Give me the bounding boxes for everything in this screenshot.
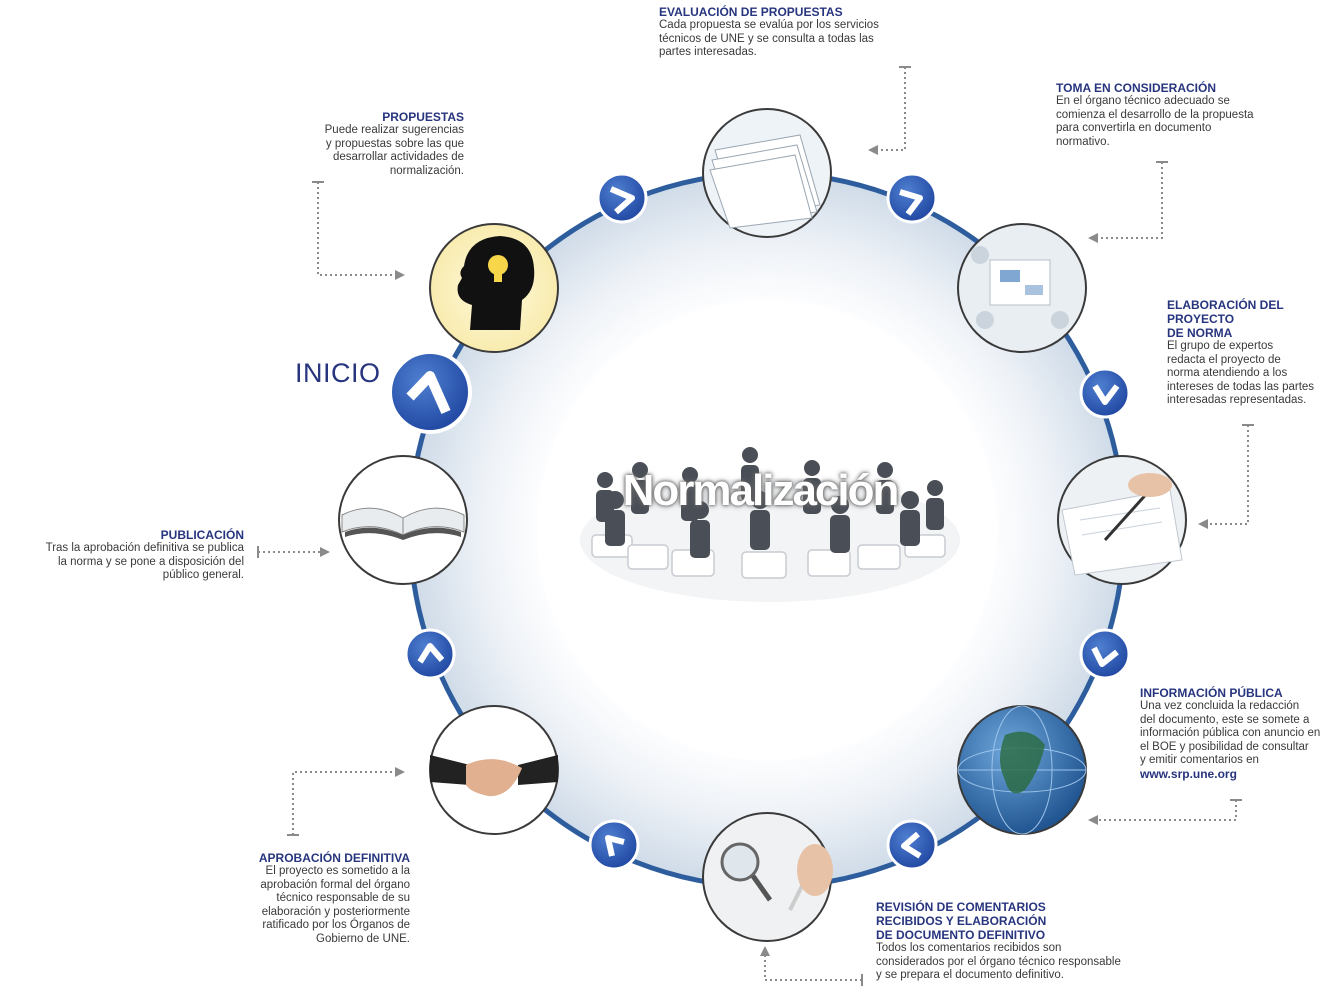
step-circle-publicacion <box>338 455 468 585</box>
step-body: En el órgano técnico adecuado se comienz… <box>1056 95 1254 148</box>
connector-propuestas <box>317 182 395 276</box>
lightbulb-head-icon <box>457 236 535 330</box>
meeting-illustration <box>580 447 960 602</box>
connectors <box>258 67 1249 981</box>
step-circle-aprobacion <box>429 705 559 835</box>
step-circle-evaluacion <box>702 108 832 238</box>
step-title: EVALUACIÓN DE PROPUESTAS <box>659 5 843 19</box>
open-book-icon <box>341 507 465 540</box>
paper-stack-icon <box>709 134 821 229</box>
connector-revision <box>764 956 862 981</box>
chevron-node-6[interactable] <box>588 819 640 871</box>
step-title: INFORMACIÓN PÚBLICA <box>1140 686 1283 700</box>
step-text-aprobacion: APROBACIÓN DEFINITIVA El proyecto es som… <box>218 851 410 946</box>
chevron-node-5[interactable] <box>886 819 938 871</box>
step-circle-propuestas <box>429 223 559 353</box>
chevron-node-3[interactable] <box>1079 367 1131 419</box>
handshake-icon <box>430 755 558 797</box>
connector-evaluacion <box>878 67 906 151</box>
step-text-publicacion: PUBLICACIÓN Tras la aprobación definitiv… <box>10 528 244 583</box>
step-title: TOMA EN CONSIDERACIÓN <box>1056 81 1217 95</box>
step-text-revision: REVISIÓN DE COMENTARIOS RECIBIDOS Y ELAB… <box>876 900 1176 983</box>
connector-informacion <box>1098 800 1237 821</box>
step-body: El grupo de expertos redacta el proyecto… <box>1167 340 1315 406</box>
step-text-evaluacion: EVALUACIÓN DE PROPUESTAS Cada propuesta … <box>659 5 929 60</box>
step-title: ELABORACIÓN DEL PROYECTO DE NORMA <box>1167 298 1284 340</box>
writing-document-icon <box>1061 473 1183 576</box>
step-title: PROPUESTAS <box>382 110 464 124</box>
step-body: Tras la aprobación definitiva se publica… <box>45 542 244 581</box>
step-circle-elaboracion <box>1057 455 1187 585</box>
srp-link[interactable]: www.srp.une.org <box>1140 766 1237 781</box>
step-circle-revision <box>702 812 833 942</box>
start-label: INICIO <box>295 358 381 388</box>
step-text-toma: TOMA EN CONSIDERACIÓN En el órgano técni… <box>1056 81 1296 149</box>
chevron-node-4[interactable] <box>1079 628 1131 680</box>
step-title: REVISIÓN DE COMENTARIOS RECIBIDOS Y ELAB… <box>876 900 1047 942</box>
step-text-informacion: INFORMACIÓN PÚBLICA Una vez concluida la… <box>1140 686 1343 781</box>
chevron-node-7[interactable] <box>404 628 456 680</box>
step-body: Una vez concluida la redacción del docum… <box>1140 700 1321 766</box>
step-title: APROBACIÓN DEFINITIVA <box>258 851 410 865</box>
step-circle-informacion <box>957 705 1087 835</box>
start-chevron-node[interactable] <box>388 350 472 434</box>
chevron-node-1[interactable] <box>596 172 648 224</box>
magnifier-pen-icon <box>720 842 833 911</box>
step-body: Cada propuesta se evalúa por los servici… <box>659 19 879 58</box>
step-body: Puede realizar sugerencias y propuestas … <box>324 124 464 177</box>
meeting-table-icon <box>971 246 1069 329</box>
step-body: El proyecto es sometido a la aprobación … <box>260 865 410 945</box>
step-text-propuestas: PROPUESTAS Puede realizar sugerencias y … <box>290 110 464 178</box>
connector-toma <box>1098 162 1163 239</box>
chevron-node-2[interactable] <box>886 172 938 224</box>
connector-arrowheads <box>320 145 1208 956</box>
center-title: Normalización <box>622 466 900 515</box>
connector-aprobacion <box>292 771 395 835</box>
connector-elaboracion <box>1208 425 1249 525</box>
step-circle-toma <box>957 223 1087 353</box>
step-body: Todos los comentarios recibidos son cons… <box>876 942 1121 981</box>
step-title: PUBLICACIÓN <box>160 528 244 542</box>
connector-endcaps <box>257 66 1254 986</box>
step-text-elaboracion: ELABORACIÓN DEL PROYECTO DE NORMA El gru… <box>1167 298 1342 408</box>
